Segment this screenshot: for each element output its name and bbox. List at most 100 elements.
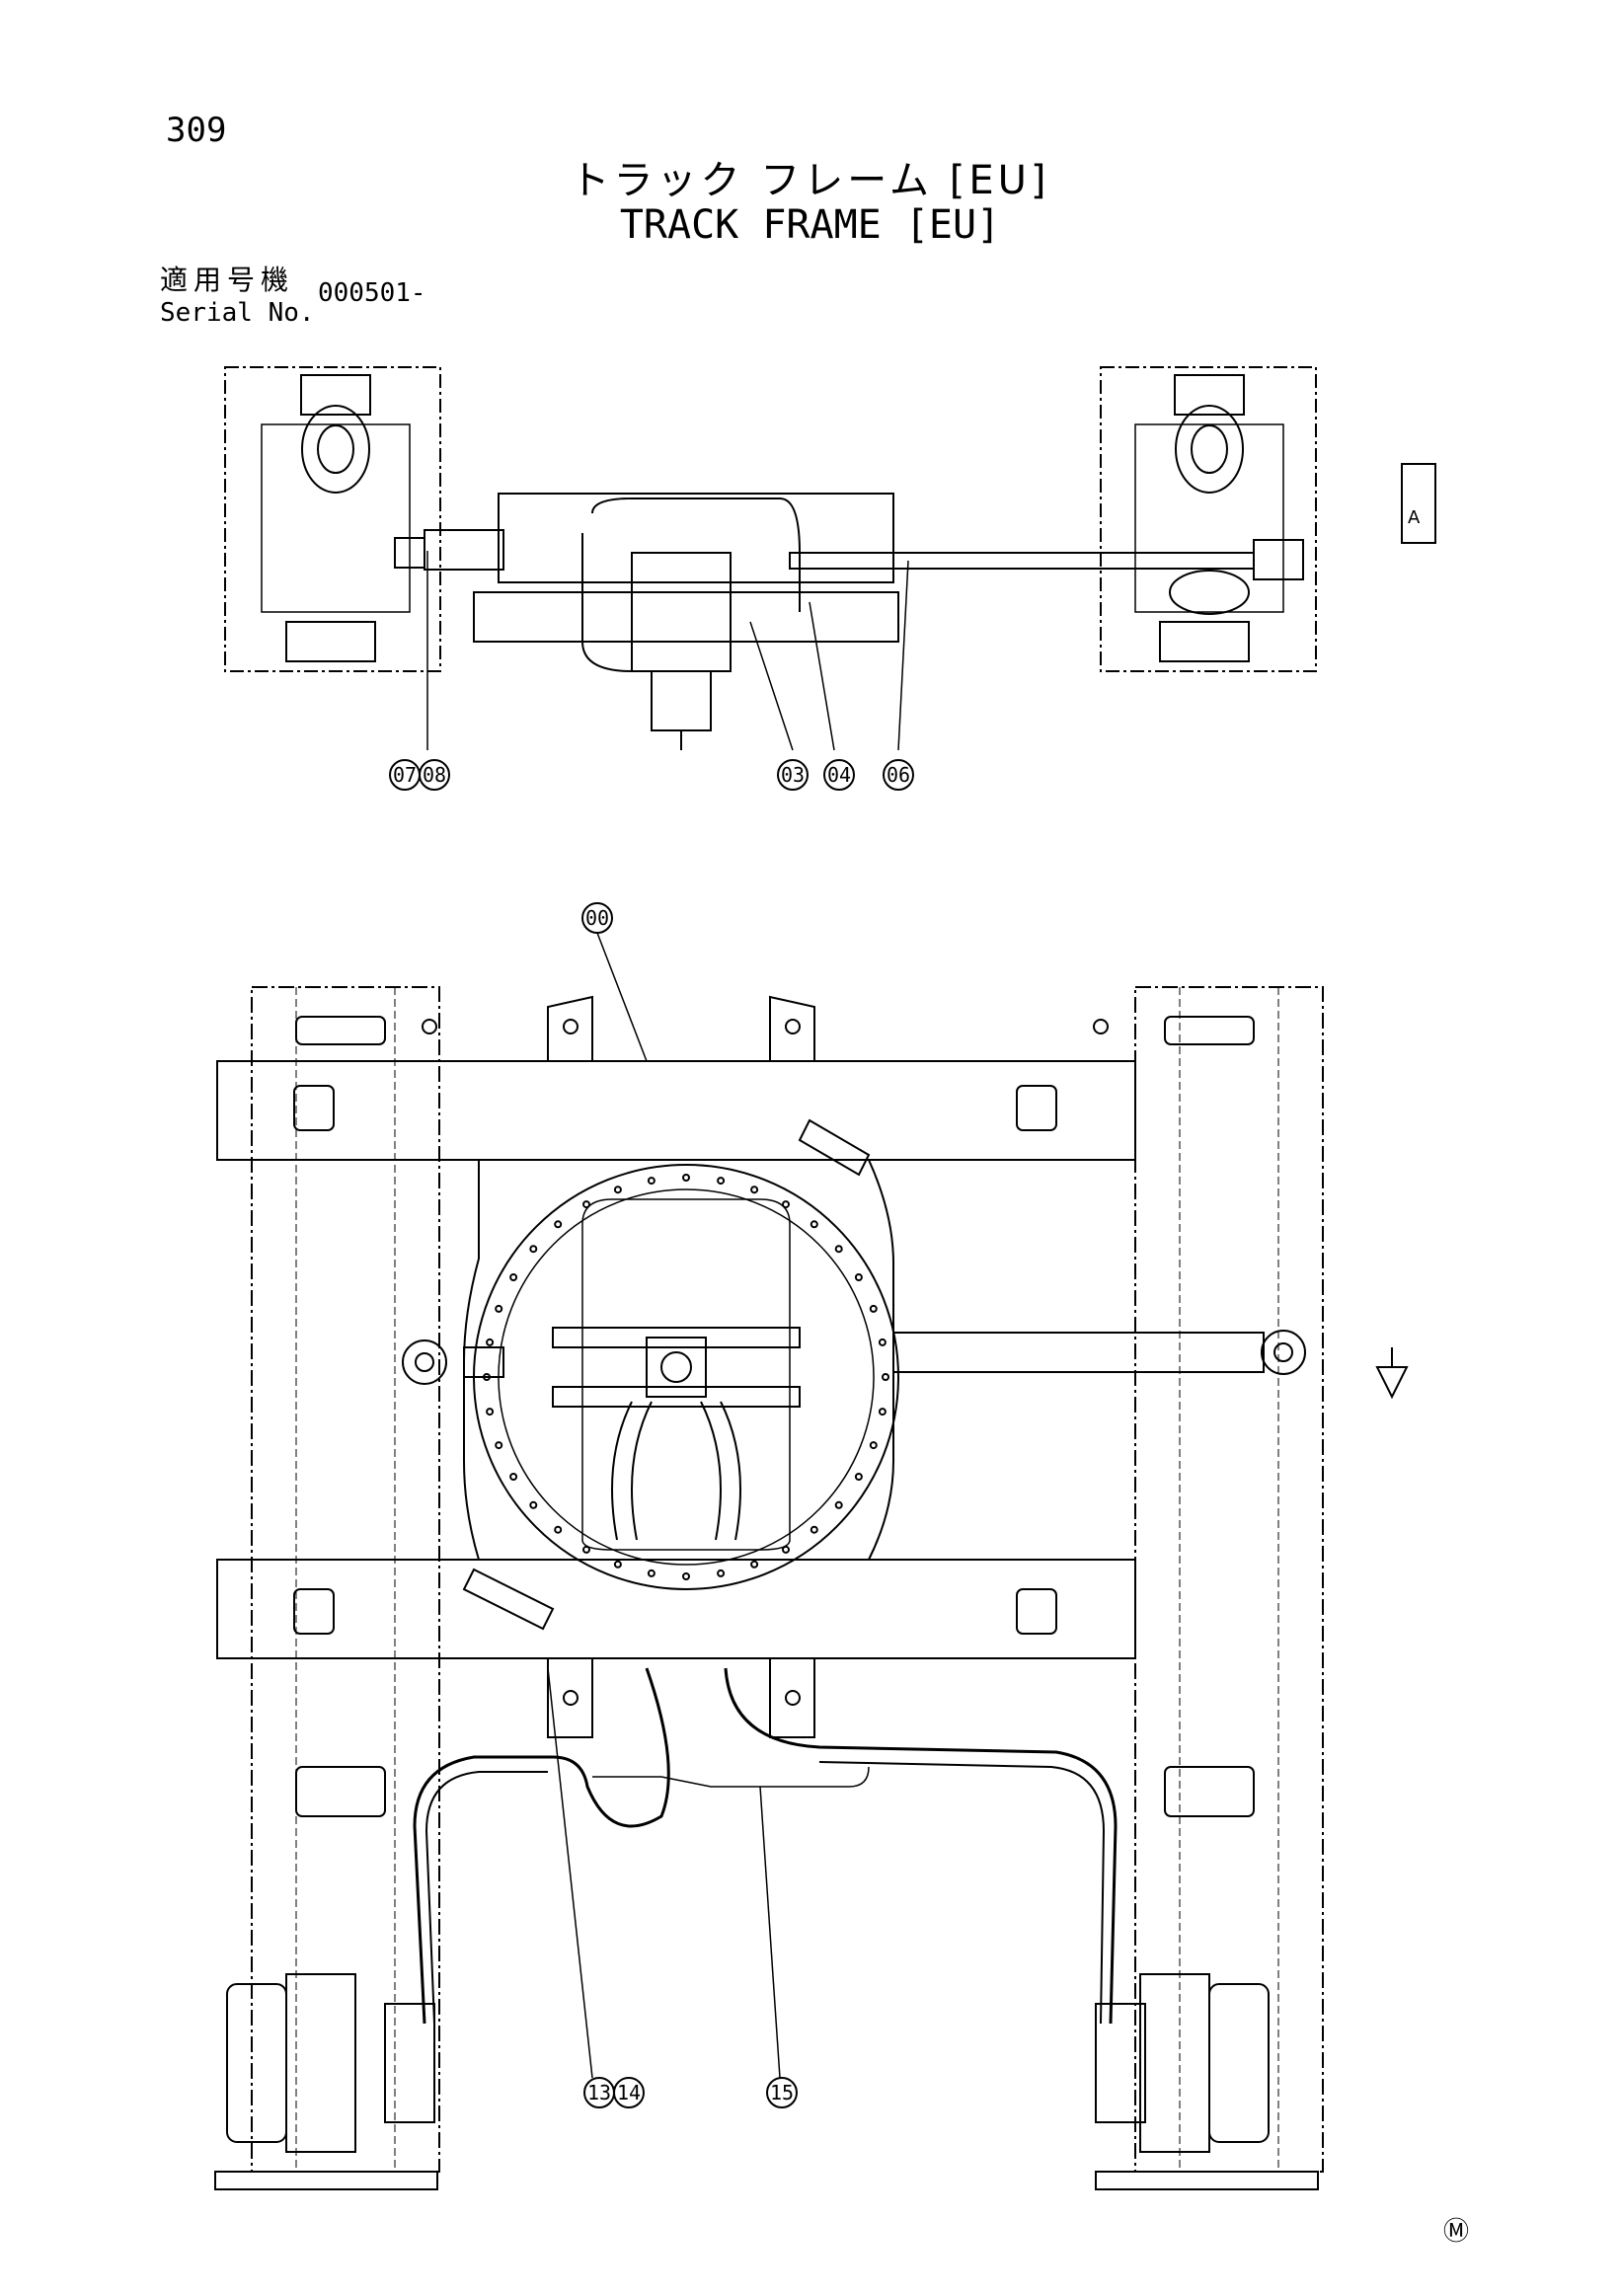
callout-04-label: 04 <box>827 763 851 787</box>
lower-left-cutout <box>293 1588 335 1635</box>
callout-08-label: 08 <box>423 763 446 787</box>
swing-circle-bolt <box>529 1500 538 1509</box>
callout-15 <box>766 2077 798 2108</box>
right-sprocket <box>1169 570 1250 615</box>
swing-circle-bolt <box>869 1441 878 1450</box>
callout-03 <box>777 759 809 791</box>
right-track-frame <box>1134 986 1324 2173</box>
left-frame-slot <box>295 1016 386 1045</box>
right-bottom-plate <box>1095 2171 1319 2190</box>
swing-circle-bolt <box>682 1572 690 1580</box>
left-idler-wheel <box>301 405 370 494</box>
serial-number-value: 000501- <box>318 278 426 308</box>
callout-00 <box>581 902 613 934</box>
swing-circle-bolt <box>582 1545 590 1554</box>
swing-circle-bolt <box>854 1473 863 1481</box>
center-hose-a <box>591 497 801 612</box>
callout-14-label: 14 <box>617 2081 641 2105</box>
serial-label-japanese: 適用号機 <box>160 264 295 296</box>
swing-circle-bolt <box>682 1174 690 1182</box>
center-hose-b <box>581 533 633 672</box>
lower-crossbeam <box>216 1559 1136 1659</box>
leader-00 <box>596 932 648 1062</box>
center-valve-block <box>631 552 732 672</box>
callout-06 <box>883 759 914 791</box>
left-motor-port <box>384 2003 435 2123</box>
swing-circle-bolt <box>854 1273 863 1281</box>
center-hose-right <box>700 1401 722 1541</box>
swing-circle-bolt <box>613 1186 622 1194</box>
swing-circle-bolt <box>750 1560 759 1569</box>
right-idler-bracket <box>1174 374 1245 416</box>
swing-circle-bolt <box>582 1200 590 1209</box>
upper-left-cutout <box>293 1085 335 1131</box>
upper-angled-plate <box>798 1118 871 1177</box>
swing-circle-bolt <box>495 1304 503 1313</box>
corner-mark: Ⓜ <box>1443 2217 1470 2247</box>
upper-bracket-left <box>547 995 593 1061</box>
swing-circle-bolt <box>509 1473 518 1481</box>
upper-manifold-bar <box>552 1327 801 1348</box>
plan-cylinder-eye-right <box>1261 1330 1306 1375</box>
swing-circle-bolt <box>882 1373 889 1381</box>
callouts-top: 07 08 03 04 06 <box>389 759 914 791</box>
callout-07-label: 07 <box>393 763 417 787</box>
swing-circle-bolts <box>483 1174 889 1580</box>
lower-bracket-right-hole <box>785 1690 801 1706</box>
center-cross-hose <box>592 1766 870 1788</box>
lower-right-slot <box>1164 1766 1255 1817</box>
swivel-joint <box>651 670 712 731</box>
plan-left-cylinder-head <box>463 1346 504 1378</box>
swing-circle-bolt <box>647 1177 656 1186</box>
lower-bracket-left <box>547 1658 593 1738</box>
center-body-lower <box>473 591 899 643</box>
right-idler-hub <box>1191 424 1228 474</box>
center-opening <box>581 1198 791 1551</box>
swing-circle-bolt <box>486 1408 495 1416</box>
plan-cylinder-rod <box>892 1332 1265 1373</box>
swing-circle-bolt <box>495 1441 503 1450</box>
plan-cylinder-eye-left <box>402 1339 447 1385</box>
leader-04 <box>809 601 835 751</box>
plan-cylinder-pin-right <box>1273 1342 1293 1362</box>
left-travel-hose-b <box>424 1771 548 2025</box>
swing-circle-bolt <box>869 1304 878 1313</box>
left-cylinder <box>424 529 504 571</box>
upper-right-cutout <box>1016 1085 1057 1131</box>
lower-angled-plate <box>462 1568 555 1631</box>
lower-bracket-right <box>769 1658 815 1738</box>
callout-06-label: 06 <box>887 763 910 787</box>
swing-circle-bolt <box>717 1569 726 1577</box>
swing-circle-bolt <box>834 1500 843 1509</box>
lower-right-cutout <box>1016 1588 1057 1635</box>
leader-15 <box>759 1786 781 2079</box>
page-number: 309 <box>166 111 227 150</box>
left-travel-motor <box>285 1973 356 2153</box>
left-pin-end <box>394 537 425 569</box>
leader-13-14 <box>547 1667 593 2079</box>
direction-arrow-icon <box>1375 1366 1409 1400</box>
swing-circle-bolt <box>717 1177 726 1186</box>
right-lower-bracket <box>1159 621 1250 662</box>
right-idler-frame <box>1134 423 1284 613</box>
left-lower-bracket <box>285 621 376 662</box>
upper-bracket-left-hole <box>563 1019 579 1034</box>
center-hose-left-outer <box>611 1401 633 1541</box>
callout-15-label: 15 <box>770 2081 794 2105</box>
swing-circle-bolt <box>782 1545 790 1554</box>
right-cylinder-end <box>1253 539 1304 580</box>
center-frame-body <box>463 1159 894 1561</box>
swing-circle-bolt <box>810 1525 818 1534</box>
left-idler-frame <box>261 423 411 613</box>
right-idler-wheel <box>1175 405 1244 494</box>
center-joint <box>646 1337 707 1398</box>
callout-03-label: 03 <box>781 763 805 787</box>
right-motor-port <box>1095 2003 1146 2123</box>
center-hose-right-outer <box>720 1401 741 1541</box>
lower-left-slot <box>295 1766 386 1817</box>
swing-circle-bolt <box>554 1220 563 1229</box>
view-marker-box <box>1401 463 1436 544</box>
callouts-bottom: 00 13 14 15 <box>581 902 798 2108</box>
swing-circle-bolt <box>529 1245 538 1254</box>
title-japanese: トラック フレーム [EU] <box>570 158 1050 203</box>
